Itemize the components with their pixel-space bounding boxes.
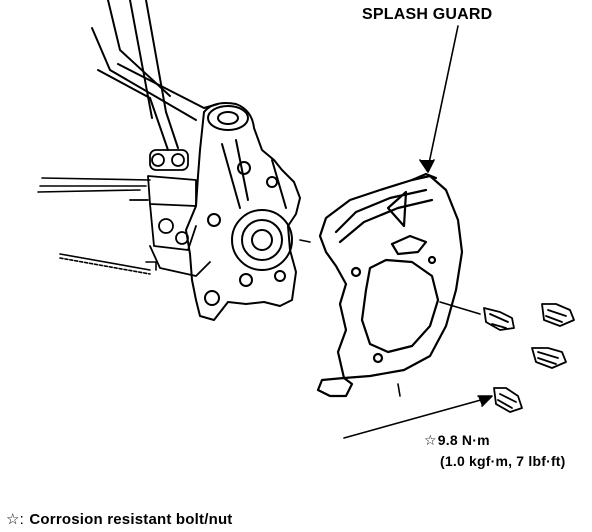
splash-guard-label: SPLASH GUARD xyxy=(362,6,493,23)
bolt-upper-right xyxy=(483,307,515,331)
torque-value: 9.8 N·m xyxy=(437,432,490,448)
legend-text: Corrosion resistant bolt/nut xyxy=(29,511,233,528)
bolt-lower-right xyxy=(493,387,523,413)
brake-hose xyxy=(37,177,157,275)
torque-spec-label: ☆9.8 N·m xyxy=(424,432,490,449)
torque-alt-units: (1.0 kgf·m, 7 lbf·ft) xyxy=(440,453,566,469)
legend: ☆: Corrosion resistant bolt/nut xyxy=(6,510,233,528)
bolt-middle-right xyxy=(531,347,567,369)
nut-far-right xyxy=(541,303,575,327)
splash-guard-part xyxy=(316,172,464,398)
star-icon: ☆ xyxy=(424,432,437,448)
lower-arm-components xyxy=(129,149,211,277)
legend-star-icon: ☆: xyxy=(6,511,25,528)
steering-knuckle xyxy=(185,102,301,321)
suspension-arms xyxy=(91,0,219,151)
leader-lines xyxy=(299,25,493,439)
